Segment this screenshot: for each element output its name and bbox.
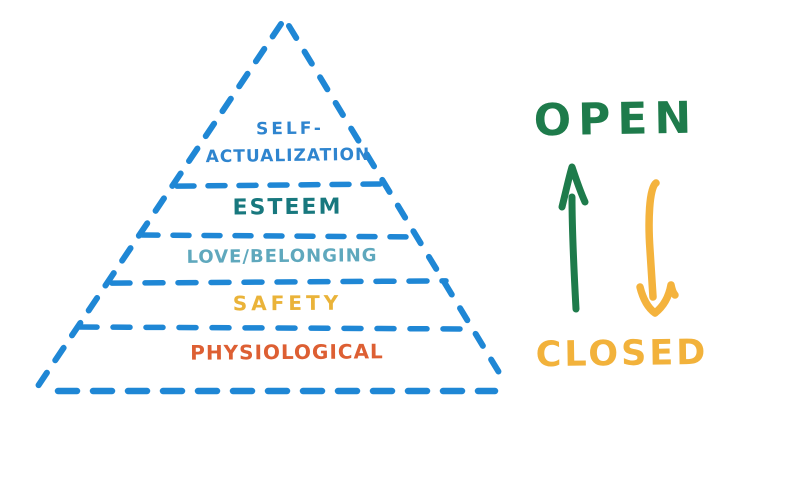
pyramid-right-edge: [286, 23, 509, 387]
up-arrow-head: [558, 163, 589, 211]
pyramid-divider-3: [109, 278, 449, 286]
level-label-self-actualization-line1: SELF-: [255, 118, 325, 140]
pyramid-divider-2: [139, 232, 421, 240]
down-arrow-icon: [636, 179, 679, 317]
pyramid-outline: [35, 21, 509, 395]
up-arrow-icon: [558, 163, 589, 313]
open-label: OPEN: [533, 92, 699, 147]
level-label-self-actualization-line2: ACTUALIZATION: [205, 144, 371, 168]
closed-label: CLOSED: [535, 332, 709, 376]
pyramid-divider-4: [77, 324, 476, 332]
down-arrow-head: [636, 281, 679, 317]
up-arrow-shaft: [568, 193, 580, 313]
level-label-love-belonging: LOVE/BELONGING: [186, 245, 378, 268]
level-label-physiological: PHYSIOLOGICAL: [190, 339, 384, 365]
down-arrow-shaft: [645, 179, 660, 301]
level-label-safety: SAFETY: [232, 290, 343, 316]
pyramid-divider-1: [174, 181, 395, 189]
level-label-esteem: ESTEEM: [232, 194, 343, 221]
